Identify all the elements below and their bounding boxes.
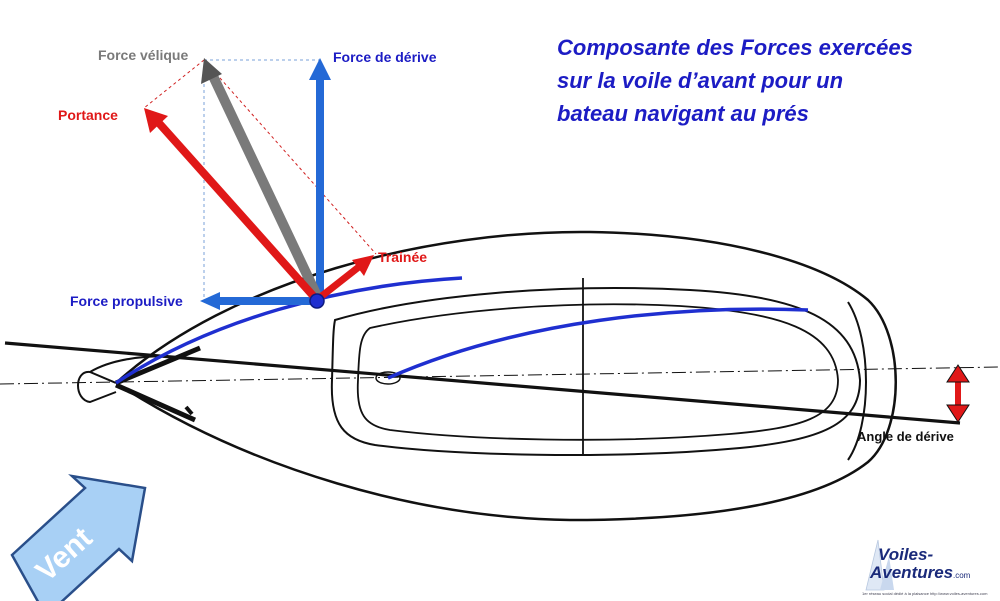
logo-line-2: Aventures: [869, 563, 953, 582]
logo-sail-icon: [865, 539, 885, 591]
drift-arrow-head-up: [946, 364, 970, 383]
forestay-upper: [115, 345, 201, 386]
label-angle-derive: Angle de dérive: [857, 429, 954, 444]
drift-arrow-head-down: [946, 404, 970, 423]
label-force-derive: Force de dérive: [333, 49, 437, 65]
title-line-3: bateau navigant au prés: [557, 101, 809, 126]
arrow-derive-head: [309, 58, 331, 80]
jib-sail: [115, 276, 463, 385]
guide-portance: [143, 59, 205, 109]
arrow-trainee-head: [352, 255, 374, 276]
label-force-velique: Force vélique: [98, 47, 188, 63]
arrow-velique-head: [201, 58, 222, 84]
title-line-2: sur la voile d’avant pour un: [557, 68, 843, 93]
stern-transom: [847, 301, 867, 461]
wind-arrow-shape: [10, 474, 147, 601]
cleat: [184, 405, 194, 416]
arrow-velique-shaft: [208, 73, 323, 301]
centre-of-effort: [309, 293, 325, 309]
guide-trainee: [203, 59, 377, 255]
logo-line-1: Voiles-: [878, 545, 933, 564]
voiles-aventures-logo: Voiles- Aventures .com 1er réseau social…: [862, 539, 988, 596]
logo-suffix: .com: [953, 571, 971, 580]
label-force-propulsive: Force propulsive: [70, 293, 183, 309]
title-line-1: Composante des Forces exercées: [557, 35, 913, 60]
arrow-portance-shaft: [155, 119, 319, 302]
cockpit-outer: [330, 287, 862, 457]
mainsail: [387, 307, 809, 380]
force-construction-lines: [143, 59, 377, 300]
wind-arrow: Vent: [10, 474, 147, 601]
diagram-title: Composante des Forces exercées sur la vo…: [557, 35, 913, 126]
force-arrows: [144, 58, 374, 310]
cockpit-inner: [356, 303, 839, 441]
logo-sail-icon-small: [880, 556, 894, 590]
label-trainee: Trainée: [378, 249, 427, 265]
forestay-lower: [114, 382, 197, 423]
arrow-trainee-shaft: [315, 263, 363, 302]
logo-tagline: 1er réseau social dédié à la plaisance h…: [862, 591, 988, 596]
drift-angle-indicator: [946, 364, 970, 423]
bowsprit: [77, 371, 117, 404]
hull-outline: [113, 230, 897, 522]
arrow-portance-head: [144, 108, 168, 133]
course-line: [4, 341, 961, 425]
arrow-propulsive-head: [200, 292, 220, 310]
label-portance: Portance: [58, 107, 118, 123]
